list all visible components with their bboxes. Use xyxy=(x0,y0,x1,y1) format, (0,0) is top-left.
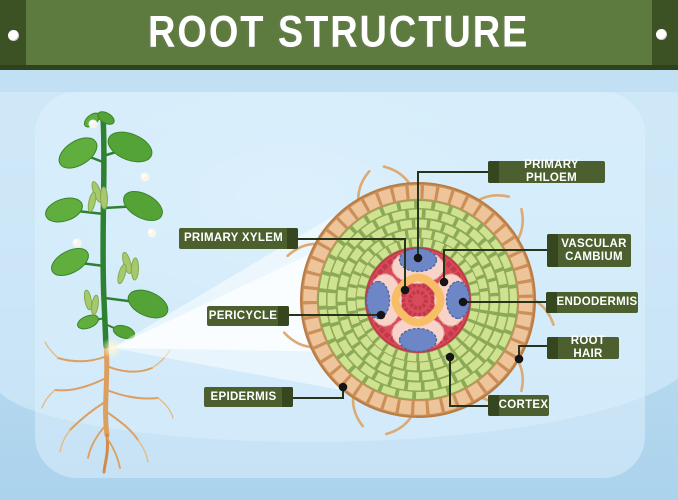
pericycle-label-text: PERICYCLE xyxy=(208,309,278,322)
vascular-cambium-connector-line xyxy=(443,249,547,282)
endodermis-label: ENDODERMIS xyxy=(546,292,638,313)
root-hair-connector-line xyxy=(518,345,547,359)
vascular-lobe-left xyxy=(365,273,408,327)
title-banner: ROOT STRUCTURE xyxy=(0,0,678,70)
pericycle-pointer-dot xyxy=(376,310,386,320)
cortex-pointer-dot xyxy=(445,352,455,362)
root-hair-label: ROOT HAIR xyxy=(547,335,619,360)
primary-phloem-connector-line xyxy=(417,171,488,258)
plant-leaves xyxy=(45,111,169,340)
left-screw-icon xyxy=(8,30,19,41)
cortex-connector-line xyxy=(449,357,488,407)
primary-xylem-label: PRIMARY XYLEM xyxy=(179,228,298,249)
vascular-cambium-label-text: VASCULAR CAMBIUM xyxy=(561,237,627,263)
endodermis-pointer-dot xyxy=(458,297,468,307)
primary-xylem-label-text: PRIMARY XYLEM xyxy=(183,232,284,245)
root-hair-label-text: ROOT HAIR xyxy=(570,335,606,360)
cortex-label: CORTEX xyxy=(488,395,549,416)
primary-xylem-connector-line xyxy=(298,238,406,290)
epidermis-connector-line xyxy=(293,387,344,399)
cortex-label-text: CORTEX xyxy=(498,399,549,412)
root-hair-pointer-dot xyxy=(514,354,524,364)
vascular-cambium-pointer-dot xyxy=(439,277,449,287)
plant-roots xyxy=(41,341,174,474)
right-screw-icon xyxy=(656,29,667,40)
epidermis-pointer-dot xyxy=(338,382,348,392)
epidermis-label: EPIDERMIS xyxy=(204,387,293,407)
page-title: ROOT STRUCTURE xyxy=(148,7,530,57)
plant-flowers xyxy=(72,119,157,248)
endodermis-label-text: ENDODERMIS xyxy=(556,296,638,309)
primary-phloem-label-text: PRIMARY PHLOEM xyxy=(524,159,579,184)
pericycle-label: PERICYCLE xyxy=(207,306,289,326)
bean-pods xyxy=(83,181,140,316)
plant-illustration xyxy=(41,111,174,474)
epidermis-label-text: EPIDERMIS xyxy=(210,390,277,403)
vascular-cambium-label: VASCULAR CAMBIUM xyxy=(547,234,631,267)
primary-phloem-label: PRIMARY PHLOEM xyxy=(488,159,605,184)
beam-origin-glow xyxy=(101,337,123,359)
primary-phloem-pointer-dot xyxy=(413,253,423,263)
primary-xylem-pointer-dot xyxy=(400,285,410,295)
